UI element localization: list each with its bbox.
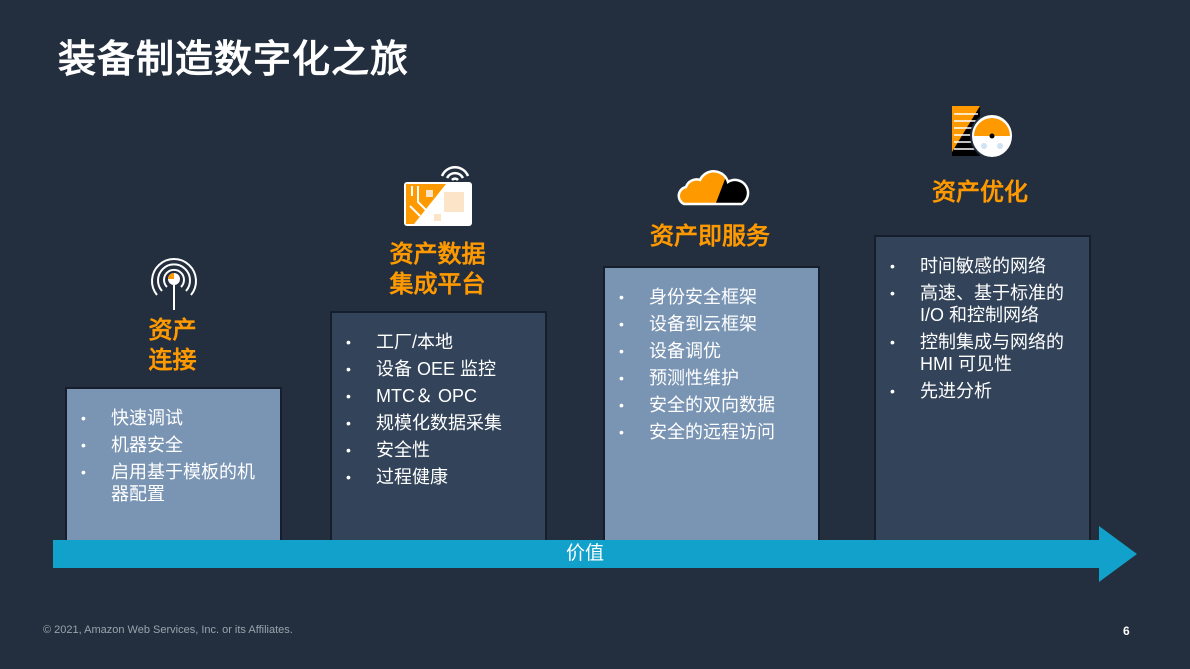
stage-heading-asset-optimization: 资产优化 [932,179,1028,206]
list-item: 安全性 [332,439,545,461]
robot-document-icon [952,106,1014,159]
stage-box-asset-connectivity: 快速调试 机器安全 启用基于模板的机器配置 [65,387,282,542]
list-item: 设备到云框架 [605,313,818,335]
stage-heading-asset-connectivity: 资产 连接 [148,317,197,374]
list-item: 工厂/本地 [332,331,545,353]
list-item: 快速调试 [67,407,280,429]
list-item: 安全的远程访问 [605,421,818,443]
list-item: 设备 OEE 监控 [332,358,545,380]
wireless-circuit-card-icon [404,166,472,226]
stage-heading-asset-as-a-service: 资产即服务 [650,223,770,250]
list-item: 设备调优 [605,340,818,362]
value-arrow-label: 价值 [565,543,604,564]
cloud-icon [677,170,750,206]
stage-box-asset-as-a-service: 身份安全框架 设备到云框架 设备调优 预测性维护 安全的双向数据 安全的远程访问 [603,266,820,542]
list-item: 规模化数据采集 [332,412,545,434]
list-item: 机器安全 [67,434,280,456]
list-item: 启用基于模板的机器配置 [67,461,280,505]
list-item: 安全的双向数据 [605,394,818,416]
list-item: 高速、基于标准的 I/O 和控制网络 [876,282,1089,326]
list-item: 先进分析 [876,380,1089,402]
stage-heading-asset-data-platform: 资产数据 集成平台 [389,241,486,298]
list-item: 过程健康 [332,466,545,488]
value-arrow [53,540,1103,568]
list-item: 时间敏感的网络 [876,255,1089,277]
list-item: MTC＆ OPC [332,385,545,407]
arrow-head-icon [1099,526,1137,582]
page-title: 装备制造数字化之旅 [58,39,410,81]
list-item: 控制集成与网络的 HMI 可见性 [876,331,1089,375]
wireless-antenna-icon [151,258,197,310]
copyright-footer: © 2021, Amazon Web Services, Inc. or its… [43,624,293,636]
page-number: 6 [1123,624,1130,638]
list-item: 身份安全框架 [605,286,818,308]
list-item: 预测性维护 [605,367,818,389]
stage-box-asset-data-platform: 工厂/本地 设备 OEE 监控 MTC＆ OPC 规模化数据采集 安全性 过程健… [330,311,547,542]
stage-box-asset-optimization: 时间敏感的网络 高速、基于标准的 I/O 和控制网络 控制集成与网络的 HMI … [874,235,1091,542]
